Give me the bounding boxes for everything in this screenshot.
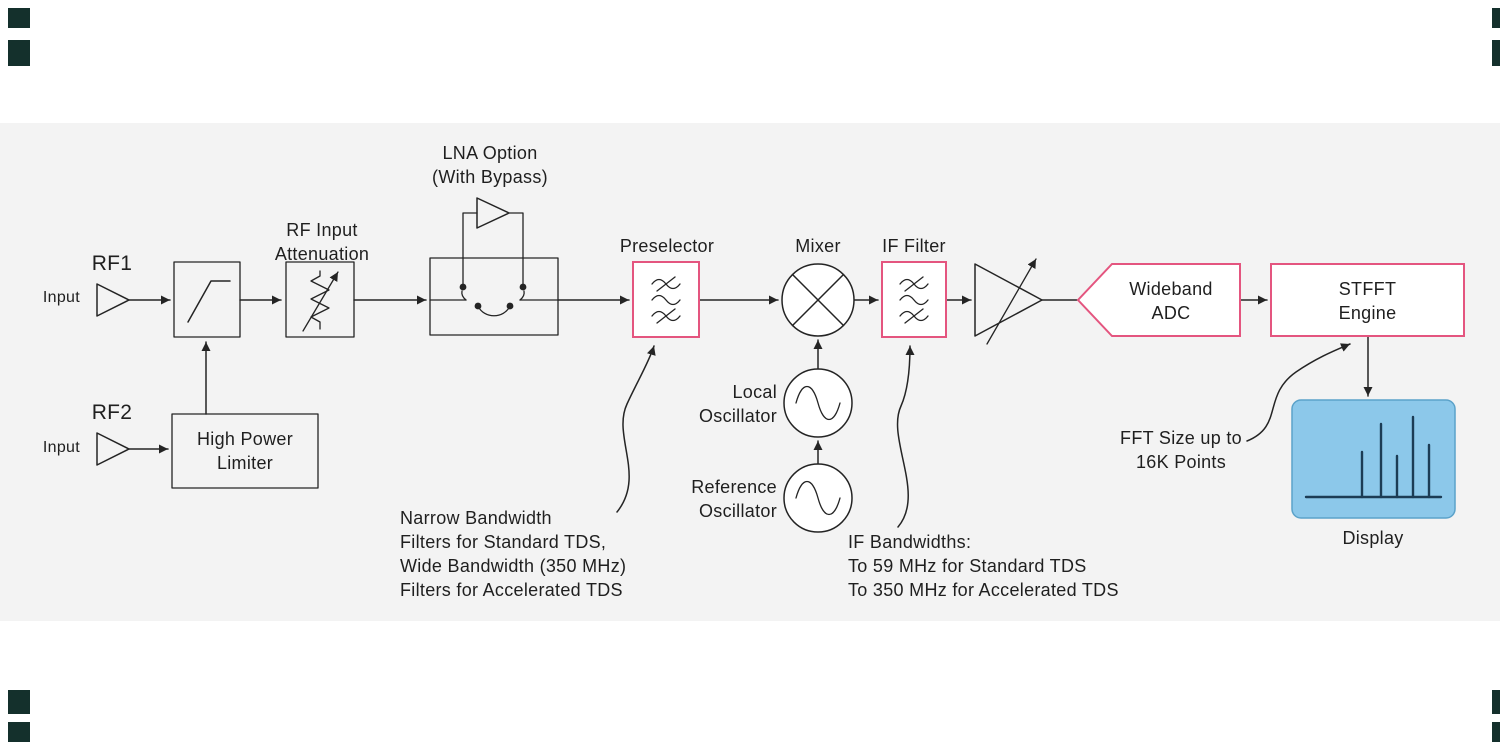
preselector-note-line1: Narrow Bandwidth <box>400 508 552 528</box>
limiter-curve <box>187 280 231 323</box>
lna-switch-contact <box>506 302 514 310</box>
lna-bypass-amp-triangle <box>476 197 510 229</box>
attenuation-label-line1: RF Input <box>286 220 358 240</box>
stfft-engine-label-line1: STFFT <box>1338 279 1397 299</box>
high-power-limiter-label-line1: High Power <box>196 429 294 449</box>
fft-size-note: FFT Size up to 16K Points <box>1106 426 1256 474</box>
crop-mark <box>1492 722 1500 742</box>
annotation-arrow-if-filter <box>896 345 915 528</box>
reference-oscillator-label-line1: Reference <box>691 477 777 497</box>
preselector-label: Preselector <box>619 236 715 256</box>
lna-bypass-wire-right <box>508 212 524 288</box>
wideband-adc-shape <box>1076 263 1241 337</box>
attenuator-resistor <box>310 270 330 330</box>
crop-mark <box>8 40 30 66</box>
lna-switch-contact <box>459 283 467 291</box>
diagram-background <box>0 123 1500 621</box>
annotation-arrow-preselector <box>616 345 656 513</box>
display-screen <box>1291 399 1456 519</box>
local-oscillator-label-line1: Local <box>732 382 777 402</box>
lna-label-line2: (With Bypass) <box>432 167 548 187</box>
lna-switch-wiper-right <box>519 290 525 301</box>
if-bandwidth-note: IF Bandwidths: To 59 MHz for Standard TD… <box>848 530 1188 602</box>
rf1-port-label: RF1 <box>91 252 133 275</box>
lna-switch-contact <box>474 302 482 310</box>
if-filter-label: IF Filter <box>882 236 946 256</box>
crop-mark <box>1492 8 1500 28</box>
annotation-arrow-fft <box>1246 343 1351 442</box>
lna-label: LNA Option (With Bypass) <box>398 141 582 189</box>
mixer-x-icon <box>791 273 845 327</box>
attenuator-block <box>285 261 355 338</box>
variable-amp-arrow <box>986 258 1037 345</box>
crop-mark <box>8 690 30 714</box>
rf2-input-triangle <box>96 432 130 466</box>
lna-label-line1: LNA Option <box>442 143 538 163</box>
lna-switch-wiper-left <box>461 290 467 301</box>
variable-amp-triangle <box>974 263 1043 337</box>
if-bandwidth-note-line3: To 350 MHz for Accelerated TDS <box>848 580 1119 600</box>
reference-oscillator-label: Reference Oscillator <box>642 475 777 523</box>
signal-flow-arrows <box>128 295 1373 465</box>
lna-switch-through-path <box>477 305 511 317</box>
lna-bypass-wire-left <box>462 212 478 288</box>
reference-oscillator-sine-icon <box>795 480 841 516</box>
wideband-adc-label-line2: ADC <box>1151 303 1191 323</box>
stfft-engine-label: STFFT Engine <box>1290 277 1445 325</box>
lna-bypass-switch <box>429 212 559 317</box>
local-oscillator-sine-icon <box>795 385 841 421</box>
high-power-limiter-box <box>171 413 319 489</box>
lna-switch-contact <box>519 283 527 291</box>
display-spectrum-trace <box>1304 415 1443 499</box>
limiter-block <box>173 261 241 338</box>
preselector-note-line4: Filters for Accelerated TDS <box>400 580 623 600</box>
crop-mark <box>8 722 30 742</box>
preselector-note-line2: Filters for Standard TDS, <box>400 532 607 552</box>
high-power-limiter-label-line2: Limiter <box>216 453 274 473</box>
local-oscillator-label: Local Oscillator <box>652 380 777 428</box>
attenuator-variable-arrow <box>302 271 339 332</box>
if-filter-icon <box>899 276 929 324</box>
wideband-adc-label: Wideband ADC <box>1108 277 1234 325</box>
attenuation-label: RF Input Attenuation <box>247 218 397 266</box>
wideband-adc-label-line1: Wideband <box>1129 279 1213 299</box>
reference-oscillator-label-line2: Oscillator <box>698 501 777 521</box>
crop-mark <box>8 8 30 28</box>
mixer-label: Mixer <box>795 236 841 256</box>
high-power-limiter-label: High Power Limiter <box>176 427 314 475</box>
rf2-input-label: Input <box>42 439 80 456</box>
rf1-input-label: Input <box>42 289 80 306</box>
stfft-engine-box <box>1270 263 1465 337</box>
rf2-port-label: RF2 <box>91 401 133 424</box>
crop-mark <box>1492 690 1500 714</box>
preselector-note-line3: Wide Bandwidth (350 MHz) <box>400 556 627 576</box>
stfft-engine-label-line2: Engine <box>1338 303 1397 323</box>
attenuation-label-line2: Attenuation <box>274 244 370 264</box>
fft-size-note-line2: 16K Points <box>1135 452 1227 472</box>
display-label: Display <box>1342 528 1404 548</box>
lna-block <box>429 257 559 336</box>
fft-size-note-line1: FFT Size up to <box>1120 428 1242 448</box>
if-bandwidth-note-line2: To 59 MHz for Standard TDS <box>848 556 1087 576</box>
rf1-input-triangle <box>96 283 130 317</box>
local-oscillator-label-line2: Oscillator <box>698 406 777 426</box>
preselector-filter-icon <box>651 276 681 324</box>
preselector-note: Narrow Bandwidth Filters for Standard TD… <box>400 506 690 602</box>
if-bandwidth-note-line1: IF Bandwidths: <box>848 532 972 552</box>
crop-mark <box>1492 40 1500 66</box>
